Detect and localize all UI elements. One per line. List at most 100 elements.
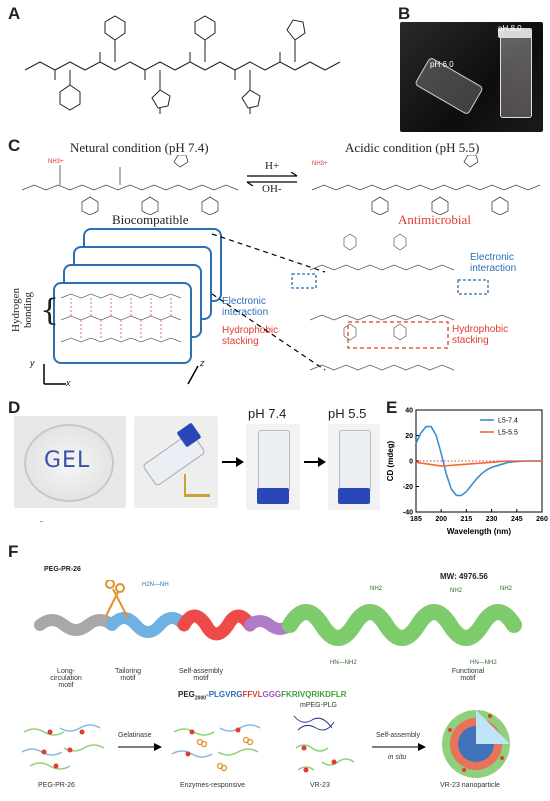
flow-label-enzymes-responsive: Enzymes-responsive [180, 782, 245, 789]
motif-self-assembly: Self-assembly motif [179, 668, 223, 682]
y-axis-label: CD (mdeg) [386, 440, 395, 481]
neutral-condition-title: Netural condition (pH 7.4) [70, 140, 209, 155]
peptide-sequence: PEG2000-PLGVRGFFVLGGGFKRIVQRIKDFLR [178, 690, 346, 702]
flow-label-self-assembly: Self-assembly [376, 732, 420, 739]
oh-minus-label: OH- [262, 183, 282, 195]
clip-stand [184, 474, 210, 497]
flow-label-mpeg-plg: mPEG-PLG [300, 702, 337, 709]
flow-label-peg-pr-26: PEG-PR-26 [38, 782, 75, 789]
peptide-motif-diagram: NH2 NH2 NH2 HN—NH2 HN—NH2 H2N—NH [34, 580, 522, 666]
sheet-layer-4 [53, 282, 192, 364]
mpeg-plg-chains [293, 715, 335, 731]
h-plus-label: H+ [265, 160, 280, 172]
motif-long-circulation: Long-circulation motif [50, 668, 82, 689]
y-tick-label: 40 [405, 408, 413, 415]
vr23-nanoparticle [442, 710, 510, 778]
panel-b-letter: B [398, 4, 411, 23]
hydrophobic-stacking-right: Hydrophobic stacking [452, 324, 509, 346]
panel-a-letter: A [8, 4, 21, 23]
mw-label: MW: 4976.56 [440, 572, 488, 581]
seq-green: FKRIVQRIKDFLR [281, 690, 347, 699]
peg-pr-26-chains [21, 724, 105, 770]
peptide-structure-a [24, 15, 341, 114]
x-tick-label: 230 [486, 516, 498, 523]
y-tick-label: -20 [403, 484, 413, 491]
flow-label-in-situ: in situ [388, 754, 407, 761]
series-line-L5-5.5 [415, 460, 542, 467]
x-tick-label: 185 [410, 516, 422, 523]
vial-ph74-cap [257, 488, 289, 504]
axis-x-label: x [66, 378, 71, 388]
flow-label-gelatinase: Gelatinase [118, 732, 152, 739]
biocompatible-label: Biocompatible [112, 212, 189, 227]
label-ph8: pH 8.0 [498, 24, 522, 33]
stacked-peptide-detail [291, 233, 489, 371]
vial-ph55 [339, 430, 371, 492]
x-tick-label: 245 [511, 516, 523, 523]
svg-text:NH2: NH2 [370, 586, 383, 592]
electronic-interaction-right: Electronic interaction [470, 252, 517, 274]
seq-red: FFVL [242, 690, 263, 699]
upright-vial-cap [498, 28, 532, 38]
inverted-vial-photo [134, 416, 218, 508]
panel-d-letter: D [8, 398, 21, 417]
axis-z-label: z [200, 358, 205, 368]
vial-ph55-photo [328, 424, 380, 510]
acidic-peptide-structure: NH3+ [311, 155, 541, 215]
neutral-peptide-structure: NH3+ [21, 155, 239, 215]
flow-arrow-2 [372, 743, 426, 751]
vial-ph55-cap [338, 488, 370, 504]
vr23-chains [295, 744, 355, 773]
stray-mark: ˜ [40, 520, 43, 529]
vial-ph74 [258, 430, 290, 492]
x-tick-label: 260 [536, 516, 548, 523]
enzyme-responsive-chains [171, 724, 261, 772]
motif-tailoring: Tailoring motif [114, 668, 142, 682]
hbond-brace: { [40, 293, 60, 328]
zoom-dashed-lines [211, 233, 326, 371]
svg-text:HN—NH2: HN—NH2 [330, 660, 357, 666]
panel-f-letter: F [8, 542, 19, 561]
series-line-L5-7.4 [415, 425, 542, 497]
axis-y-label: y [30, 358, 35, 368]
legend-label-L5-5.5: L5-5.5 [498, 430, 518, 437]
x-tick-label: 200 [435, 516, 447, 523]
x-tick-label: 215 [461, 516, 473, 523]
legend-label-L5-7.4: L5-7.4 [498, 418, 518, 425]
hydrophobic-stacking-left: Hydrophobic stacking [222, 325, 279, 347]
vial-ph74-photo [246, 424, 300, 510]
svg-text:NH2: NH2 [500, 586, 513, 592]
peg-pr-26-title: PEG-PR-26 [44, 566, 81, 573]
seq-peg-sub: 2000 [194, 695, 207, 702]
antimicrobial-label: Antimicrobial [398, 212, 471, 227]
flow-label-vr23: VR-23 [310, 782, 330, 789]
y-tick-label: -40 [403, 510, 413, 517]
seq-peg: PEG [178, 690, 195, 699]
svg-text:NH3+: NH3+ [48, 159, 64, 165]
equilibrium-arrows [246, 172, 298, 186]
hydrogen-bonding-label: Hydrogen bonding [10, 288, 34, 332]
svg-text:NH2: NH2 [450, 588, 463, 594]
arrow-d2 [304, 457, 326, 467]
ph55-label: pH 5.5 [328, 406, 367, 421]
panel-c-letter: C [8, 136, 21, 155]
acidic-condition-title: Acidic condition (pH 5.5) [345, 140, 480, 155]
y-tick-label: 20 [405, 433, 413, 440]
y-tick-label: 0 [409, 459, 413, 466]
svg-text:NH3+: NH3+ [312, 161, 328, 167]
vials-photo-b: pH 6.0 pH 8.0 [400, 22, 543, 132]
seq-blue: -PLGVRG [206, 690, 243, 699]
flow-arrow-1 [118, 743, 162, 751]
label-ph6: pH 6.0 [430, 60, 454, 69]
electronic-interaction-left: Electronic interaction [222, 296, 269, 318]
motif-functional: Functional motif [451, 668, 485, 682]
gel-dish-photo: GEL [14, 416, 126, 508]
hbond-network [60, 293, 182, 343]
petri-dish [24, 424, 114, 502]
panel-e-letter: E [386, 398, 398, 417]
gel-text: GEL [44, 448, 91, 473]
svg-text:HN—NH2: HN—NH2 [470, 660, 497, 666]
ph74-label: pH 7.4 [248, 406, 287, 421]
svg-text:H2N—NH: H2N—NH [142, 582, 169, 588]
